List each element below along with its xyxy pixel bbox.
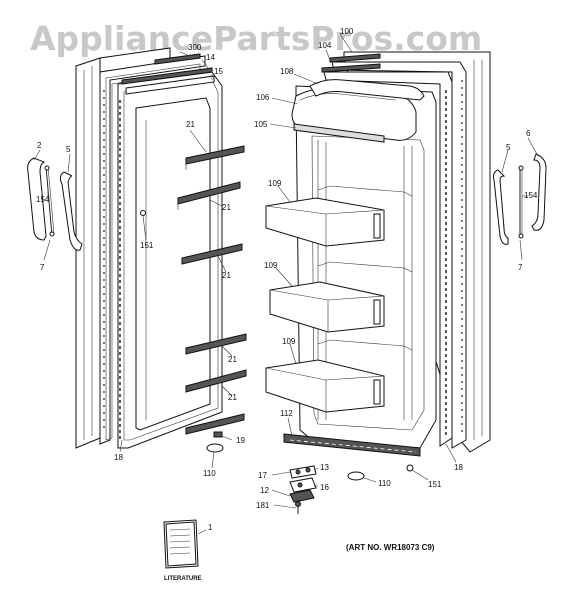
callout-17: 17 <box>258 471 267 480</box>
callout-6: 6 <box>526 129 531 138</box>
callout-21-a: 21 <box>186 120 195 129</box>
shelf-bar-1 <box>185 145 245 165</box>
callout-110-left: 110 <box>203 469 216 478</box>
dairy-hinge-108 <box>309 79 425 101</box>
callout-5-left: 5 <box>66 145 71 154</box>
freezer-inner-liner <box>135 97 211 431</box>
fresh-food-door-assembly <box>265 51 491 481</box>
callout-109-c: 109 <box>282 337 296 346</box>
callout-106: 106 <box>256 93 270 102</box>
screw-151-right <box>406 464 414 472</box>
callout-154-right: 154 <box>524 191 538 200</box>
dairy-trim-105 <box>293 123 385 143</box>
freezer-outer-panel <box>75 57 101 449</box>
callout-104: 104 <box>318 41 332 50</box>
trim-104 <box>321 63 381 73</box>
bracket-19 <box>213 431 223 438</box>
callout-181: 181 <box>256 501 270 510</box>
trim-100 <box>329 53 381 63</box>
callout-19: 19 <box>236 436 245 445</box>
callout-100: 100 <box>340 27 354 36</box>
hinge-16 <box>289 477 317 493</box>
callout-300: 300 <box>188 43 202 52</box>
callout-112: 112 <box>280 409 293 418</box>
shelf-bar-2 <box>177 181 241 205</box>
callout-14: 14 <box>206 53 215 62</box>
handle-trim-5-right <box>493 169 509 245</box>
trim-strip-14 <box>121 67 213 85</box>
callout-12: 12 <box>260 486 269 495</box>
fresh-food-gasket <box>331 61 467 449</box>
callout-109-a: 109 <box>268 179 282 188</box>
callout-108: 108 <box>280 67 294 76</box>
callout-13: 13 <box>320 463 329 472</box>
art-number: (ART NO. WR18073 C9) <box>346 543 435 552</box>
callout-16: 16 <box>320 483 329 492</box>
literature-booklet: LITERATURE <box>163 519 202 582</box>
trim-strip-15 <box>125 75 215 95</box>
callout-109-b: 109 <box>264 261 278 270</box>
callout-2: 2 <box>37 141 42 150</box>
handle-2 <box>27 157 47 241</box>
callout-labels: 300 14 15 2 5 154 7 21 21 21 21 21 151 1… <box>36 27 538 532</box>
shelf-bar-4 <box>185 333 247 355</box>
cap-110-right <box>347 471 365 481</box>
right-handle-assembly <box>493 153 547 245</box>
door-bin-lower <box>265 359 385 413</box>
callout-7-left: 7 <box>40 263 45 272</box>
callout-21-b: 21 <box>222 203 231 212</box>
shelf-bar-6 <box>185 413 245 435</box>
leader-lines <box>33 33 539 535</box>
top-trim-300 <box>154 53 201 65</box>
hinge-plate-13 <box>289 465 317 479</box>
shelf-bar-3 <box>181 243 243 265</box>
left-handle-assembly <box>27 157 83 251</box>
callout-1: 1 <box>208 523 213 532</box>
hinge-12 <box>289 489 315 503</box>
door-bin-upper <box>265 197 385 247</box>
cap-110-left <box>206 443 224 453</box>
literature-label: LITERATURE <box>164 576 202 582</box>
callout-151-right: 151 <box>428 480 442 489</box>
callout-21-d: 21 <box>228 355 237 364</box>
callout-21-e: 21 <box>228 393 237 402</box>
handle-trim-5-left <box>59 171 83 251</box>
callout-105: 105 <box>254 120 268 129</box>
callout-151-left: 151 <box>140 241 154 250</box>
hinge-parts <box>289 465 317 514</box>
bottom-trim-112 <box>283 433 421 457</box>
door-bin-middle <box>269 281 385 333</box>
callout-18-left: 18 <box>114 453 123 462</box>
callout-5-right: 5 <box>506 143 511 152</box>
callout-154-left: 154 <box>36 195 50 204</box>
callout-7-right: 7 <box>518 263 523 272</box>
callout-18-right: 18 <box>454 463 463 472</box>
callout-15: 15 <box>214 67 223 76</box>
callout-110-right: 110 <box>378 479 391 488</box>
shelf-bar-5 <box>185 369 247 393</box>
freezer-shelf-bars <box>177 145 247 435</box>
callout-21-c: 21 <box>222 271 231 280</box>
handle-6 <box>531 153 547 231</box>
screw-151-left <box>140 210 146 216</box>
freezer-gasket <box>99 55 206 445</box>
freezer-door-assembly <box>75 47 247 453</box>
